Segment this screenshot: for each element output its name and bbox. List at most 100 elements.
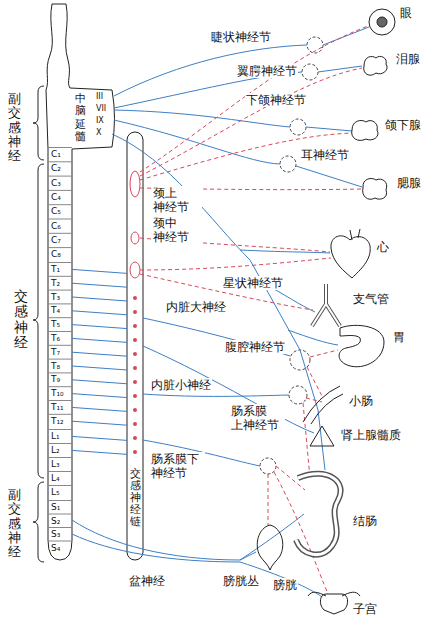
brain-region-label: 延髓: [75, 119, 86, 143]
organ-label: 颌下腺: [384, 118, 422, 132]
white-ramus: [72, 325, 127, 329]
segment-label: L₂: [51, 445, 60, 456]
segment-divider: [48, 190, 72, 191]
ganglion-label: 睫状神经节: [210, 30, 272, 44]
segment-label: C₂: [51, 163, 61, 174]
ganglion-label: 星状神经节: [222, 276, 284, 290]
white-ramus: [72, 394, 127, 398]
segment-divider: [48, 219, 72, 220]
division-label: 交感神经: [14, 289, 28, 351]
segment-label: C₄: [51, 192, 61, 203]
segment-divider: [48, 262, 72, 263]
segment-label: S₄: [51, 543, 60, 554]
segment-label: T₁₂: [51, 416, 64, 427]
segment-divider: [48, 290, 72, 291]
segment-label: T₉: [51, 374, 60, 385]
segment-label: C₁: [51, 149, 61, 160]
white-ramus: [72, 421, 127, 425]
cranial-nerve-number: III: [95, 92, 104, 102]
cranial-nerve-number: X: [95, 128, 102, 138]
segment-label: C₅: [51, 206, 61, 217]
organ-label: 胃: [392, 330, 406, 344]
segment-divider: [48, 400, 72, 401]
segment-label: T₅: [51, 319, 60, 330]
white-ramus: [72, 407, 127, 411]
segment-label: S₁: [51, 502, 60, 513]
segment-label: L₄: [51, 473, 60, 484]
segment-divider: [48, 527, 72, 528]
segment-divider: [48, 247, 72, 248]
white-ramus: [72, 352, 127, 356]
segment-divider: [48, 317, 72, 318]
organ-label: 心: [376, 240, 390, 254]
segment-label: S₃: [51, 529, 60, 540]
organ-label: 肾上腺髓质: [340, 428, 402, 442]
cranial-nerve-number: VII: [95, 104, 107, 114]
segment-divider: [48, 161, 72, 162]
chain-label: 交感神经链: [130, 468, 141, 528]
segment-label: T₇: [51, 347, 60, 358]
segment-label: T₆: [51, 333, 60, 344]
segment-divider: [48, 176, 72, 177]
segment-divider: [48, 429, 72, 430]
cranial-nerve-number: IX: [95, 116, 105, 126]
ganglion-label: 颈上 神经节: [152, 186, 202, 215]
ganglion-label: 肠系膜 上神经节: [230, 404, 285, 433]
white-ramus: [72, 380, 127, 384]
segment-divider: [48, 372, 72, 373]
ganglion-label: 耳神经节: [300, 148, 350, 162]
segment-label: S₂: [51, 516, 60, 527]
segment-divider: [48, 443, 72, 444]
white-ramus: [72, 450, 127, 454]
segment-label: C₈: [51, 249, 61, 260]
segment-divider: [48, 204, 72, 205]
organ-label: 子宫: [352, 602, 378, 616]
segment-label: C₆: [51, 221, 61, 232]
segment-divider: [48, 514, 72, 515]
segment-divider: [48, 471, 72, 472]
segment-label: T₁₀: [51, 388, 64, 399]
segment-divider: [48, 500, 72, 501]
segment-label: T₃: [51, 292, 60, 303]
ganglion-label: 颈中 神经节: [152, 216, 202, 245]
segment-divider: [48, 485, 72, 486]
ganglion-label: 下颌神经节: [245, 93, 307, 107]
segment-divider: [48, 386, 72, 387]
brain-region-label: 中脑: [75, 93, 86, 117]
segment-label: T₁₁: [51, 402, 64, 413]
white-ramus: [72, 297, 127, 301]
segment-divider: [48, 233, 72, 234]
segment-label: L₅: [51, 487, 60, 498]
segment-label: L₃: [51, 459, 60, 470]
ganglion-label: 肠系膜下 神经节: [150, 452, 205, 481]
segment-label: T₁: [51, 264, 60, 275]
segment-divider: [48, 414, 72, 415]
organ-label: 结肠: [352, 514, 378, 528]
white-ramus: [72, 366, 127, 370]
nerve-label: 盆神经: [128, 574, 166, 588]
segment-divider: [48, 345, 72, 346]
segment-label: T₈: [51, 361, 60, 372]
organ-label: 支气管: [352, 292, 390, 306]
segment-divider: [48, 276, 72, 277]
organ-label: 腮腺: [396, 176, 422, 190]
segment-divider: [48, 331, 72, 332]
white-ramus: [72, 283, 127, 287]
organ-label: 泪腺: [395, 52, 421, 66]
segment-divider: [48, 359, 72, 360]
plexus-label: 膀胱丛: [222, 574, 260, 588]
organ-label: 眼: [399, 6, 413, 20]
organ-label: 膀胱: [272, 578, 298, 592]
segment-label: L₁: [51, 431, 60, 442]
white-ramus: [72, 436, 127, 440]
segment-label: C₇: [51, 235, 61, 246]
segment-label: T₄: [51, 305, 60, 316]
white-ramus: [72, 311, 127, 315]
division-label: 副交感神经: [8, 92, 21, 163]
segment-divider: [48, 541, 72, 542]
white-ramus: [72, 269, 127, 273]
segment-divider: [48, 303, 72, 304]
segment-divider: [48, 147, 72, 148]
nerve-label: 内脏小神经: [150, 378, 212, 392]
